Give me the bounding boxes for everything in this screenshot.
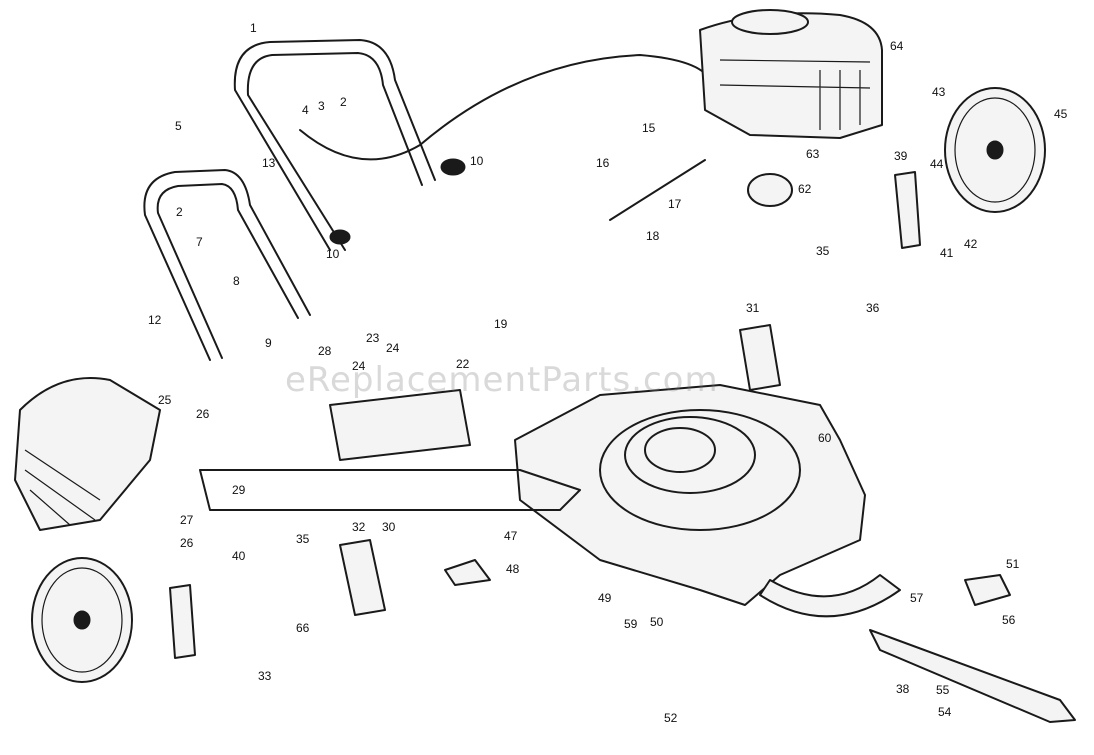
callout-2: 2	[340, 95, 347, 109]
wheel-rear-left	[31, 557, 133, 683]
pulley-63	[747, 173, 793, 207]
callout-57: 56	[1002, 613, 1016, 627]
callout-5: 5	[175, 119, 182, 133]
callout-38: 38	[896, 682, 910, 696]
callout-51: 51	[1006, 557, 1020, 571]
plate-46	[444, 559, 491, 586]
callout-40: 40	[232, 549, 246, 563]
callout-60: 59	[624, 617, 638, 631]
rod-17	[609, 159, 706, 221]
watermark-text: eReplacementParts.com	[285, 360, 719, 400]
callout-36: 36	[866, 301, 880, 315]
deck-rear-frame	[199, 469, 581, 511]
callout-4: 4	[302, 103, 309, 117]
lower-handle	[143, 169, 311, 361]
callout-28: 28	[318, 344, 332, 358]
callout-54: 54	[938, 705, 952, 719]
callout-26a: 26	[196, 407, 210, 421]
lever-39-left	[169, 584, 196, 659]
callout-64: 63	[806, 147, 820, 161]
callout-10b: 10	[326, 247, 340, 261]
blade	[869, 629, 1076, 723]
callout-12: 12	[148, 313, 162, 327]
callout-66: 64	[890, 39, 904, 53]
callout-24b: 24	[352, 359, 366, 373]
lever-39-right	[894, 171, 921, 249]
grass-bag	[14, 377, 161, 531]
baffle	[759, 574, 901, 618]
callout-8: 8	[233, 274, 240, 288]
callout-32: 32	[352, 520, 366, 534]
callout-50: 50	[650, 615, 664, 629]
callout-27: 27	[180, 513, 194, 527]
wheel-front-right	[944, 87, 1046, 213]
height-bracket-right	[739, 324, 781, 391]
callout-45: 45	[1054, 107, 1068, 121]
callout-16: 16	[596, 156, 610, 170]
callout-47: 47	[504, 529, 518, 543]
callout-42: 42	[964, 237, 978, 251]
callout-31: 31	[746, 301, 760, 315]
callout-41: 41	[940, 246, 954, 260]
engine	[699, 9, 883, 139]
rear-deflector	[329, 389, 471, 461]
callout-43: 43	[932, 85, 946, 99]
callout-15: 15	[642, 121, 656, 135]
callout-19: 19	[494, 317, 508, 331]
callout-48: 48	[506, 562, 520, 576]
throttle-cable	[299, 54, 711, 161]
callout-55: 55	[936, 683, 950, 697]
callout-35b: 35	[816, 244, 830, 258]
mower-deck	[514, 384, 866, 606]
callout-63: 62	[798, 182, 812, 196]
adapter-51	[964, 574, 1011, 606]
callout-10a: 10	[470, 154, 484, 168]
height-bracket-left	[339, 539, 386, 616]
callout-7: 7	[196, 235, 203, 249]
callout-23: 23	[366, 331, 380, 345]
callout-62: 60	[818, 431, 832, 445]
callout-59: 57	[910, 591, 924, 605]
callout-17: 17	[668, 197, 682, 211]
upper-handle	[233, 39, 466, 251]
callout-30: 30	[382, 520, 396, 534]
callout-33: 33	[258, 669, 272, 683]
callout-18: 18	[646, 229, 660, 243]
callout-1: 1	[250, 21, 257, 35]
callout-49: 49	[598, 591, 612, 605]
callout-52: 52	[664, 711, 678, 725]
callout-26b: 26	[180, 536, 194, 550]
callout-39: 39	[894, 149, 908, 163]
callout-9: 9	[265, 336, 272, 350]
callout-25: 25	[158, 393, 172, 407]
callout-35a: 35	[296, 532, 310, 546]
callout-29: 29	[232, 483, 246, 497]
callout-3: 3	[318, 99, 325, 113]
callout-11: 66	[296, 621, 310, 635]
callout-24a: 24	[386, 341, 400, 355]
callout-2b: 2	[176, 205, 183, 219]
callout-44: 44	[930, 157, 944, 171]
callout-13: 13	[262, 156, 276, 170]
callout-22: 22	[456, 357, 470, 371]
